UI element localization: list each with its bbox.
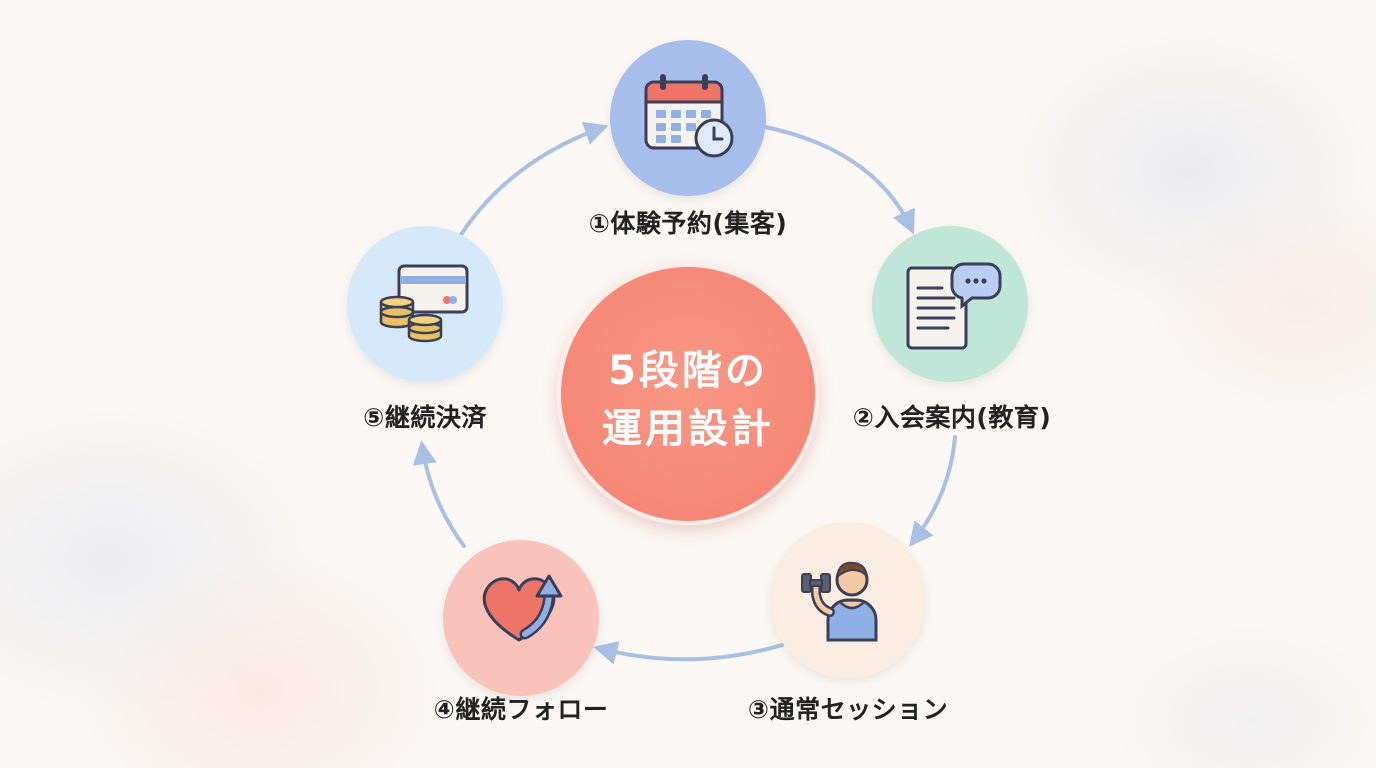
stage-4-label: ④継続フォロー <box>433 695 609 724</box>
dumbbell-trainer-icon <box>801 561 878 642</box>
stage-1-circle <box>610 40 766 196</box>
center-title-line2: 運用設計 <box>602 406 774 452</box>
arrow-5-to-1 <box>458 122 609 238</box>
stage-2-circle <box>872 226 1028 382</box>
stage-2-label: ②入会案内(教育) <box>852 403 1052 432</box>
stage-5-circle <box>347 226 503 382</box>
arrow-4-to-5 <box>412 440 466 548</box>
stage-3-circle <box>770 522 926 678</box>
stage-3-label: ③通常セッション <box>747 695 949 724</box>
stage-1-label: ①体験予約(集客) <box>588 209 788 238</box>
heart-arrow-icon <box>482 574 563 642</box>
document-chat-icon <box>906 262 1002 350</box>
center-title-line1: 5段階の <box>608 348 768 394</box>
calendar-clock-icon <box>644 74 734 158</box>
arrow-1-to-2 <box>763 125 915 235</box>
stage-5-label: ⑤継続決済 <box>363 403 487 432</box>
arrow-2-to-3 <box>909 435 957 547</box>
stage-4-circle <box>443 540 599 696</box>
arrow-3-to-4 <box>593 641 784 665</box>
center-circle: 5段階の 運用設計 <box>557 263 819 525</box>
card-coins-icon <box>379 264 469 343</box>
